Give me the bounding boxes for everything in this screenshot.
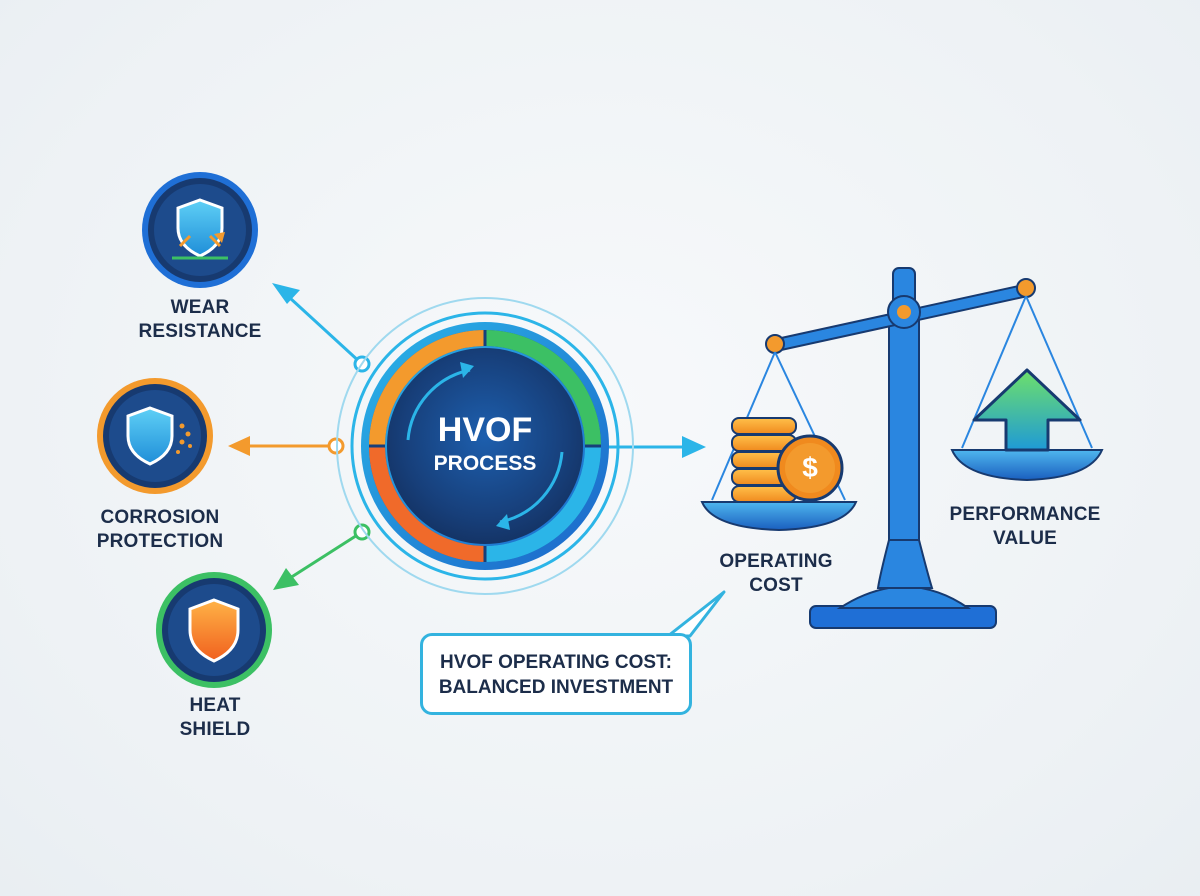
shield-heat-icon [188, 598, 240, 663]
corrosion-protection-label: CORROSION PROTECTION [96, 507, 224, 552]
heat-shield-badge [156, 572, 272, 688]
shield-particles-icon [126, 406, 192, 466]
connector-corrosion [228, 436, 345, 456]
connector-to-scale [608, 436, 706, 458]
balance-scale [700, 267, 1104, 629]
arrow-up-icon [972, 368, 1082, 452]
corrosion-protection-badge [97, 378, 213, 494]
connector-heat [273, 523, 371, 590]
callout-pointer [666, 590, 726, 638]
wear-resistance-label: WEAR RESISTANCE [138, 297, 262, 342]
operating-cost-label: OPERATING COST [719, 551, 833, 596]
cost-callout: HVOF OPERATING COST: BALANCED INVESTMENT [420, 633, 692, 715]
hub-subtitle: PROCESS [433, 452, 537, 475]
callout-line-1: HVOF OPERATING COST: [440, 652, 672, 673]
wear-resistance-badge [142, 172, 258, 288]
performance-value-label: PERFORMANCE VALUE [949, 504, 1101, 549]
dollar-coin-symbol: $ [802, 452, 818, 483]
shield-impact-icon [172, 198, 228, 260]
coin-stack-icon [731, 417, 844, 503]
callout-line-2: BALANCED INVESTMENT [438, 677, 674, 698]
heat-shield-label: HEAT SHIELD [179, 695, 251, 740]
hvof-process-hub [336, 297, 634, 595]
hub-title: HVOF [437, 411, 533, 449]
